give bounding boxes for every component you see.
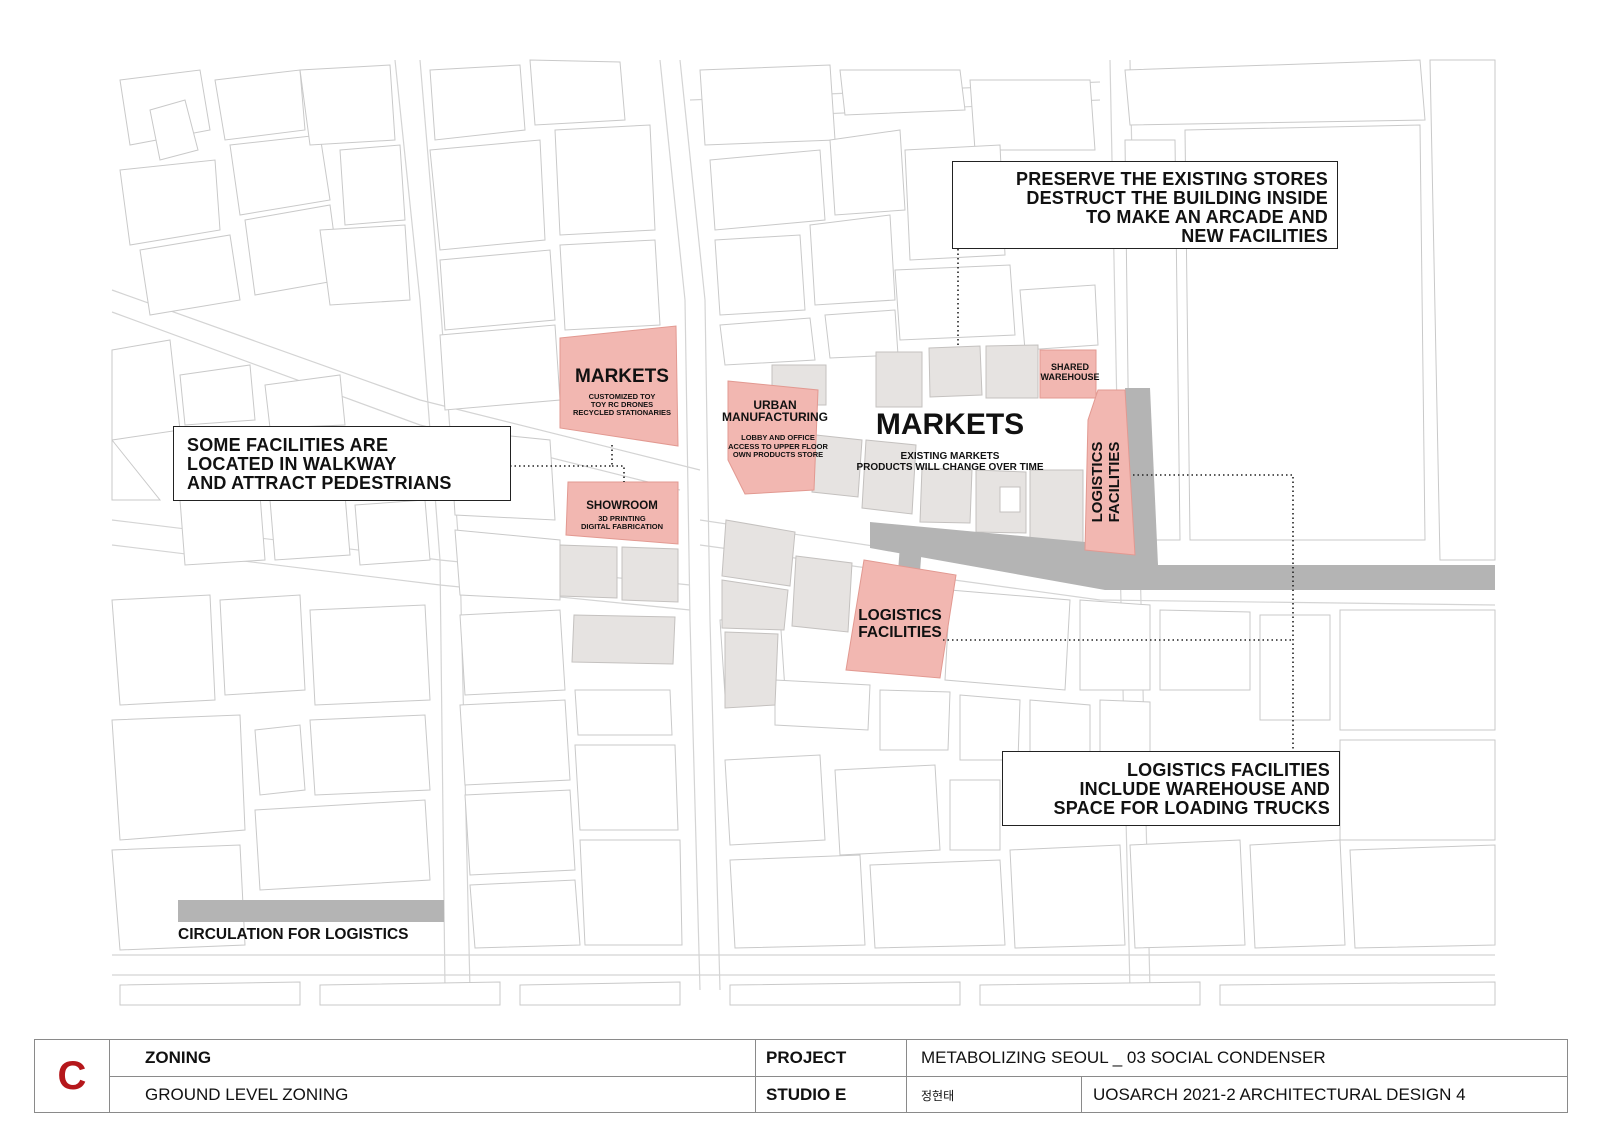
author-name: 정현태	[921, 1089, 955, 1103]
studio-label: STUDIO E	[766, 1085, 847, 1104]
callout-line: LOCATED IN WALKWAY	[187, 454, 397, 474]
showroom-line: 3D PRINTING	[598, 514, 646, 523]
logistics-south-zone	[845, 559, 957, 679]
proposed-program	[559, 325, 1136, 679]
existing-buildings	[559, 344, 1084, 709]
callout-line: INCLUDE WAREHOUSE AND	[1079, 779, 1330, 799]
callout-line: SPACE FOR LOADING TRUCKS	[1053, 798, 1330, 818]
markets-west-title: MARKETS	[575, 366, 669, 387]
leader-lines	[510, 249, 1294, 751]
callout-walkway: SOME FACILITIES ARE LOCATED IN WALKWAY A…	[173, 426, 511, 501]
callout-line: PRESERVE THE EXISTING STORES	[1015, 169, 1328, 189]
showroom-line: DIGITAL FABRICATION	[581, 522, 663, 531]
callout-line: NEW FACILITIES	[1181, 226, 1328, 246]
callout-preserve-stores: PRESERVE THE EXISTING STORES DESTRUCT TH…	[952, 161, 1338, 249]
markets-main-line: EXISTING MARKETS	[901, 451, 1000, 462]
showroom-title: SHOWROOM	[586, 500, 658, 512]
urban-manufacturing-title: URBAN	[753, 398, 796, 412]
legend-label: CIRCULATION FOR LOGISTICS	[178, 926, 409, 943]
zone-labels: MARKETS CUSTOMIZED TOY TOY RC DRONES REC…	[573, 362, 1123, 641]
callout-line: DESTRUCT THE BUILDING INSIDE	[1026, 188, 1328, 208]
urban-manufacturing-line: LOBBY AND OFFICE	[741, 433, 815, 442]
markets-west-zone	[559, 325, 679, 447]
sheet-title: ZONING	[145, 1048, 212, 1067]
logistics-vertical-zone	[1084, 389, 1136, 556]
urban-manufacturing-line: ACCESS TO UPPER FLOOR	[728, 442, 828, 451]
sheet-subtitle: GROUND LEVEL ZONING	[145, 1085, 349, 1104]
logistics-vertical-label: FACILITIES	[1106, 442, 1123, 523]
logistics-vertical-label: LOGISTICS	[1089, 442, 1106, 523]
project-value: METABOLIZING SEOUL _ 03 SOCIAL CONDENSER	[921, 1048, 1326, 1067]
urban-manufacturing-zone	[727, 380, 819, 495]
urban-manufacturing-line: OWN PRODUCTS STORE	[733, 450, 823, 459]
legend-swatch-logistics	[178, 900, 444, 922]
callout-logistics: LOGISTICS FACILITIES INCLUDE WAREHOUSE A…	[1002, 751, 1340, 826]
project-label: PROJECT	[766, 1048, 847, 1067]
studio-logo: C	[57, 1053, 87, 1098]
callout-line: SOME FACILITIES ARE	[187, 435, 389, 455]
urban-manufacturing-title: MANUFACTURING	[722, 410, 828, 424]
shared-warehouse-label: WAREHOUSE	[1040, 372, 1099, 382]
logistics-south-label: LOGISTICS	[858, 607, 942, 624]
callout-line: AND ATTRACT PEDESTRIANS	[187, 473, 452, 493]
markets-main-line: PRODUCTS WILL CHANGE OVER TIME	[856, 462, 1043, 473]
course-name: UOSARCH 2021-2 ARCHITECTURAL DESIGN 4	[1093, 1085, 1466, 1104]
callout-line: TO MAKE AN ARCADE AND	[1086, 207, 1328, 227]
title-block: C ZONING GROUND LEVEL ZONING PROJECT STU…	[34, 1039, 1568, 1113]
site-plan-map: MARKETS CUSTOMIZED TOY TOY RC DRONES REC…	[111, 59, 1496, 1006]
background-buildings	[111, 59, 1496, 1006]
markets-west-line: TOY RC DRONES	[591, 400, 653, 409]
callout-line: LOGISTICS FACILITIES	[1126, 760, 1330, 780]
markets-west-line: CUSTOMIZED TOY	[589, 392, 656, 401]
markets-west-line: RECYCLED STATIONARIES	[573, 408, 671, 417]
showroom-zone	[565, 481, 679, 545]
markets-main-title: MARKETS	[876, 408, 1024, 441]
shared-warehouse-label: SHARED	[1051, 362, 1090, 372]
logistics-south-label: FACILITIES	[858, 624, 942, 641]
